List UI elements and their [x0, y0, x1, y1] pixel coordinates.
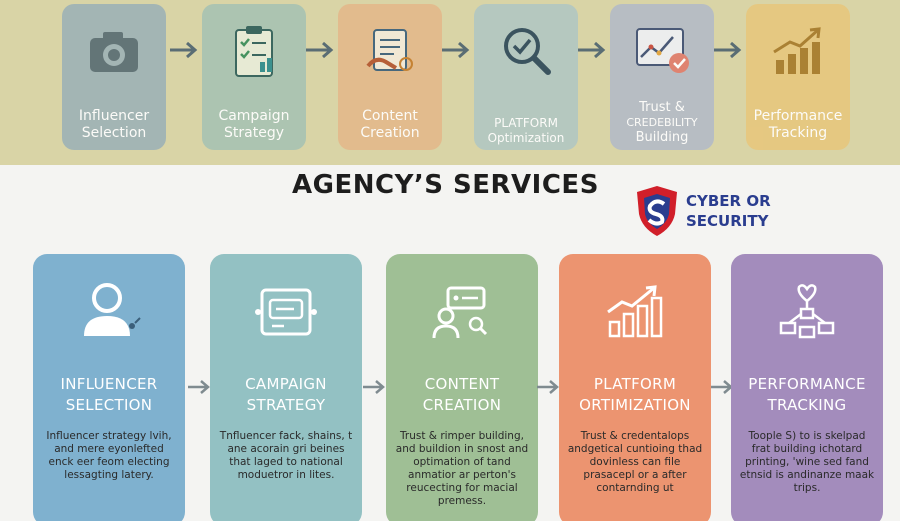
arrow-right-icon	[537, 380, 559, 394]
clipboard-chart-icon	[235, 26, 273, 77]
arrow-right-icon	[714, 41, 742, 59]
brand-logo: CYBER OR SECURITY	[634, 184, 794, 240]
brand-name-line1: CYBER OR	[686, 192, 771, 210]
arrow-right-icon	[578, 41, 606, 59]
magnifier-check-icon	[504, 28, 551, 75]
arrow-right-icon	[170, 41, 198, 59]
arrow-right-icon	[363, 380, 385, 394]
card-description: Tnfluencer fack, shains, t ane acorain g…	[219, 430, 353, 481]
content-creation-icon	[366, 29, 413, 71]
arrow-right-icon	[442, 41, 470, 59]
strategy-frame-icon	[255, 288, 317, 336]
trust-chart-icon	[636, 28, 689, 73]
brand-name-line2: SECURITY	[686, 212, 769, 230]
card-description: Trust & credentalops andgetical cuntioin…	[567, 430, 703, 494]
arrow-right-icon	[306, 41, 334, 59]
bar-chart-icon	[607, 285, 663, 338]
shield-icon	[637, 186, 677, 236]
page-title: AGENCY’S SERVICES	[292, 170, 599, 200]
heart-network-icon	[779, 284, 835, 339]
growth-chart-icon	[773, 27, 821, 74]
card-description: Toople S) to is skelpad frat building ic…	[739, 430, 875, 494]
arrow-right-icon	[188, 380, 210, 394]
card-description: Trust & rimper building, and buildion in…	[395, 430, 529, 507]
person-icon	[84, 283, 141, 336]
card-description: Influencer strategy lvih, and mere eyonl…	[46, 430, 172, 481]
camera-icon	[90, 32, 138, 72]
content-person-icon	[432, 286, 488, 339]
